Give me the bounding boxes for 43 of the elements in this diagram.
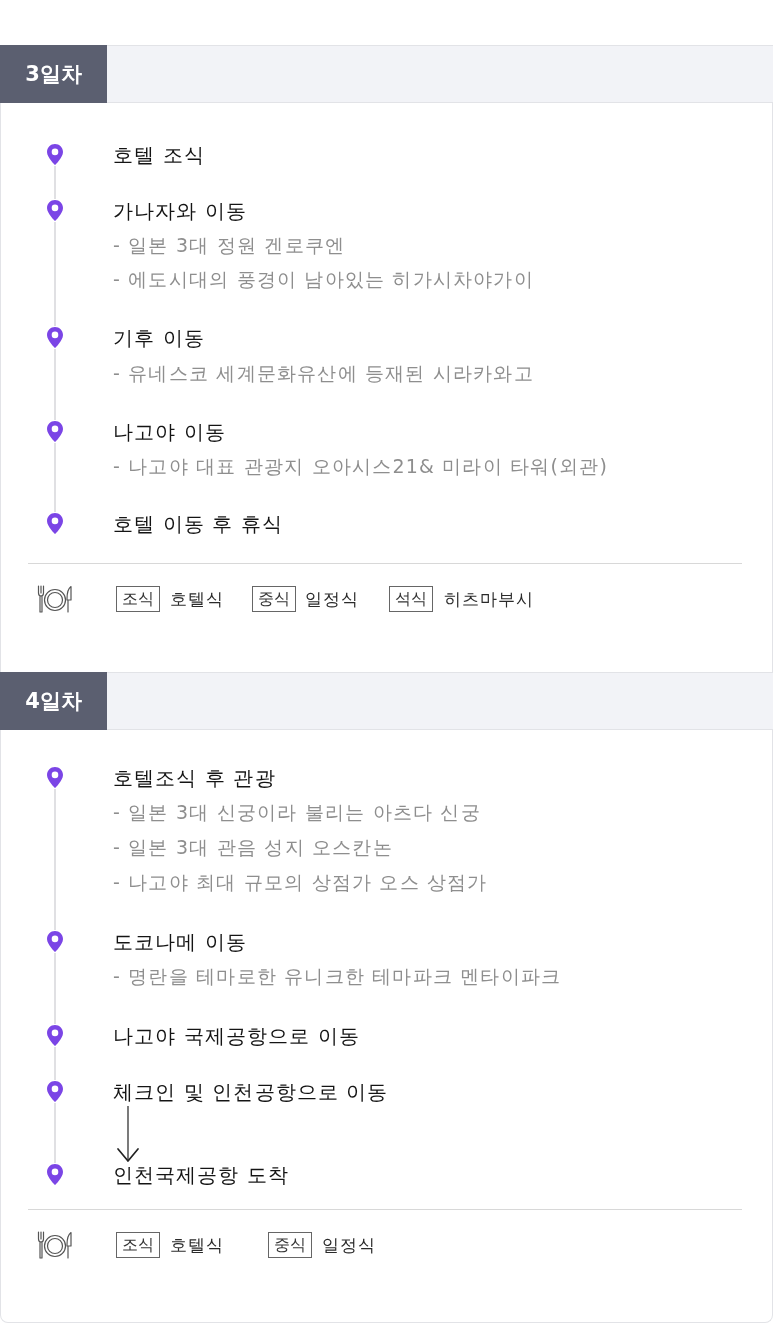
- day-tab: 4일차: [0, 672, 107, 730]
- stop-title: 인천국제공항 도착: [113, 1162, 290, 1188]
- stop-detail: - 일본 3대 정원 겐로쿠엔: [113, 233, 347, 258]
- day-tab: 3일차: [0, 45, 107, 103]
- stop-title: 나고야 이동: [113, 419, 227, 445]
- location-pin-icon: [47, 931, 63, 952]
- stop-title: 호텔 조식: [113, 142, 205, 168]
- location-pin-icon: [47, 421, 63, 442]
- stop-detail: - 나고야 대표 관광지 오아시스21& 미라이 타워(외관): [113, 454, 609, 479]
- location-pin-icon: [47, 1025, 63, 1046]
- location-pin-icon: [47, 327, 63, 348]
- stop-title: 체크인 및 인천공항으로 이동: [113, 1079, 389, 1105]
- location-pin-icon: [47, 767, 63, 788]
- arrow: [117, 1105, 139, 1162]
- meal-menu-text: 히츠마부시: [444, 588, 534, 611]
- stop-title: 기후 이동: [113, 325, 206, 351]
- day-header-band: [0, 45, 773, 103]
- location-pin-icon: [47, 144, 63, 165]
- location-pin-icon: [47, 1081, 63, 1102]
- meal-type-tag: 조식: [116, 586, 160, 612]
- meal-menu-text: 호텔식: [170, 588, 224, 611]
- stop-detail: - 일본 3대 신궁이라 불리는 아츠다 신궁: [113, 800, 482, 825]
- stop-title: 도코나메 이동: [113, 929, 249, 955]
- stop-detail: - 에도시대의 풍경이 남아있는 히가시차야가이: [113, 267, 534, 292]
- stop-detail: - 일본 3대 관음 성지 오스칸논: [113, 835, 394, 860]
- stop-title: 나고야 국제공항으로 이동: [113, 1023, 360, 1049]
- meal-type-tag: 조식: [116, 1232, 160, 1258]
- meal-menu-text: 일정식: [305, 588, 359, 611]
- location-pin-icon: [47, 1164, 63, 1185]
- stop-title: 호텔 이동 후 휴식: [113, 511, 284, 537]
- stop-detail: - 나고야 최대 규모의 상점가 오스 상점가: [113, 870, 488, 895]
- stop-title: 가나자와 이동: [113, 198, 249, 224]
- stop-detail: - 유네스코 세계문화유산에 등재된 시라카와고: [113, 361, 534, 386]
- meal-menu-text: 호텔식: [170, 1234, 224, 1257]
- meal-type-tag: 석식: [389, 586, 433, 612]
- stop-detail: - 명란을 테마로한 유니크한 테마파크 멘타이파크: [113, 964, 562, 989]
- meal-type-tag: 중식: [268, 1232, 312, 1258]
- location-pin-icon: [47, 513, 63, 534]
- day-header-band: [0, 672, 773, 730]
- location-pin-icon: [47, 200, 63, 221]
- meal-menu-text: 일정식: [322, 1234, 376, 1257]
- meal-type-tag: 중식: [252, 586, 296, 612]
- stop-title: 호텔조식 후 관광: [113, 765, 277, 791]
